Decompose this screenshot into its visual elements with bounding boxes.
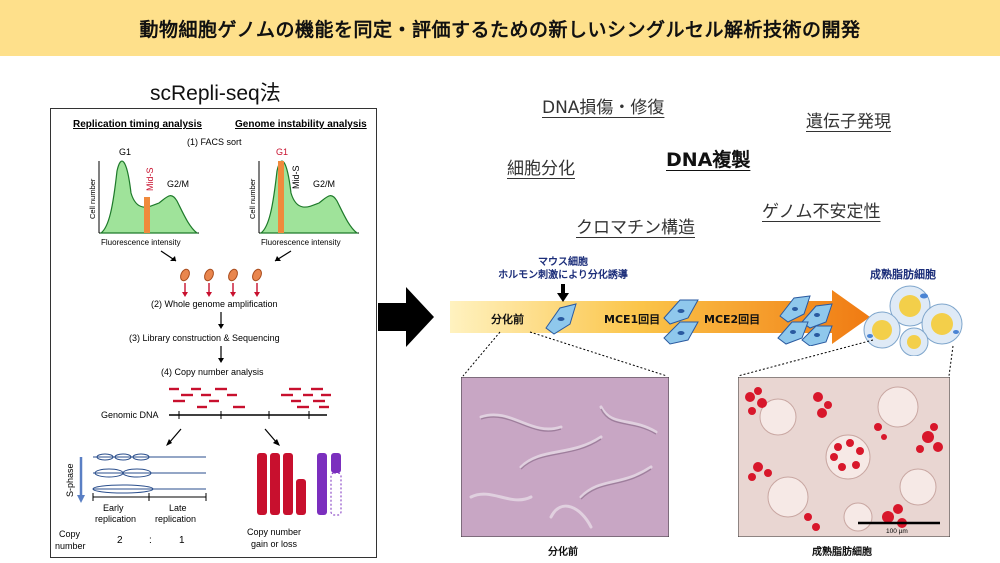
stage-mce2: MCE2回目 — [704, 313, 761, 326]
mid-s-label: Mid-S — [145, 167, 155, 191]
copy-value-1: 1 — [179, 535, 185, 546]
stage-before: 分化前 — [491, 313, 524, 326]
replication-forks — [92, 453, 206, 494]
col2-header: Genome instability analysis — [235, 119, 367, 130]
s-phase-label: S-phase — [65, 463, 75, 497]
histogram-replication: G1 Mid-S G2/M Cell number Fluorescence i… — [88, 147, 199, 247]
early-label-2: replication — [95, 514, 136, 524]
histogram-curve-2 — [259, 160, 359, 234]
genomic-dna-label: Genomic DNA — [101, 410, 159, 420]
photo-connectors — [462, 331, 954, 377]
cell-illustrations — [545, 295, 833, 346]
keyword-gene-expression: 遺伝子発現 — [806, 112, 891, 132]
mid-s-gate — [144, 197, 150, 233]
keyword-dna-replication: DNA複製 — [666, 149, 751, 171]
number-label: number — [55, 541, 86, 551]
gain-loss-label: Copy number — [247, 527, 301, 537]
histogram-curve — [99, 160, 199, 234]
g2m-label: G2/M — [167, 179, 189, 189]
g1-label: G1 — [119, 147, 131, 157]
keyword-chromatin: クロマチン構造 — [576, 218, 695, 238]
early-label: Early — [103, 503, 124, 513]
mid-s-label-2: Mid-S — [291, 165, 301, 189]
step-library: (3) Library construction & Sequencing — [129, 333, 280, 343]
title-banner: 動物細胞ゲノムの機能を同定・評価するための新しいシングルセル解析技術の開発 — [0, 0, 1000, 56]
col1-header: Replication timing analysis — [73, 119, 202, 130]
y-axis-label-2: Cell number — [248, 178, 257, 219]
step-facs: (1) FACS sort — [187, 137, 242, 147]
late-label: Late — [169, 503, 187, 513]
keyword-dna-damage: DNA損傷・修復 — [542, 98, 665, 118]
note-arrow — [557, 284, 569, 302]
page-title: 動物細胞ゲノムの機能を同定・評価するための新しいシングルセル解析技術の開発 — [139, 18, 861, 41]
caption-mature: 成熟脂肪細胞 — [812, 547, 872, 558]
x-axis-label-2: Fluorescence intensity — [261, 238, 341, 247]
colon: : — [149, 535, 152, 546]
caption-undifferentiated: 分化前 — [548, 547, 578, 558]
keyword-cell-differentiation: 細胞分化 — [507, 159, 575, 179]
method-schematic: Replication timing analysis Genome insta… — [55, 119, 367, 551]
adipocyte-illustration — [863, 285, 963, 356]
keyword-genome-instability: ゲノム不安定性 — [762, 202, 881, 222]
scale-bar-label: 100 µm — [886, 528, 908, 535]
x-axis-label: Fluorescence intensity — [101, 238, 181, 247]
induction-note: マウス細胞 ホルモン刺激により分化誘導 — [498, 257, 628, 281]
copy-label: Copy — [59, 529, 81, 539]
sequencing-reads — [169, 387, 331, 409]
step-wga: (2) Whole genome amplification — [151, 299, 278, 309]
chromosomes — [257, 453, 342, 516]
g2m-label-2: G2/M — [313, 179, 335, 189]
copy-value-2: 2 — [117, 535, 123, 546]
y-axis-label: Cell number — [88, 178, 97, 219]
step-copy-number: (4) Copy number analysis — [161, 367, 264, 377]
histogram-instability: G1 Mid-S G2/M Cell number Fluorescence i… — [248, 147, 359, 247]
mature-adipocyte-label: 成熟脂肪細胞 — [870, 268, 936, 281]
sorted-cells — [180, 268, 262, 297]
transition-arrow — [378, 287, 434, 347]
stage-mce1: MCE1回目 — [604, 313, 661, 326]
gain-loss-label-2: gain or loss — [251, 539, 298, 549]
late-label-2: replication — [155, 514, 196, 524]
method-panel: Replication timing analysis Genome insta… — [50, 108, 377, 558]
micrograph-mature: 100 µm — [738, 377, 950, 537]
micrograph-undifferentiated — [461, 377, 669, 537]
g1-gate — [278, 161, 284, 233]
method-title: scRepli-seq法 — [150, 82, 281, 105]
g1-label-2: G1 — [276, 147, 288, 157]
